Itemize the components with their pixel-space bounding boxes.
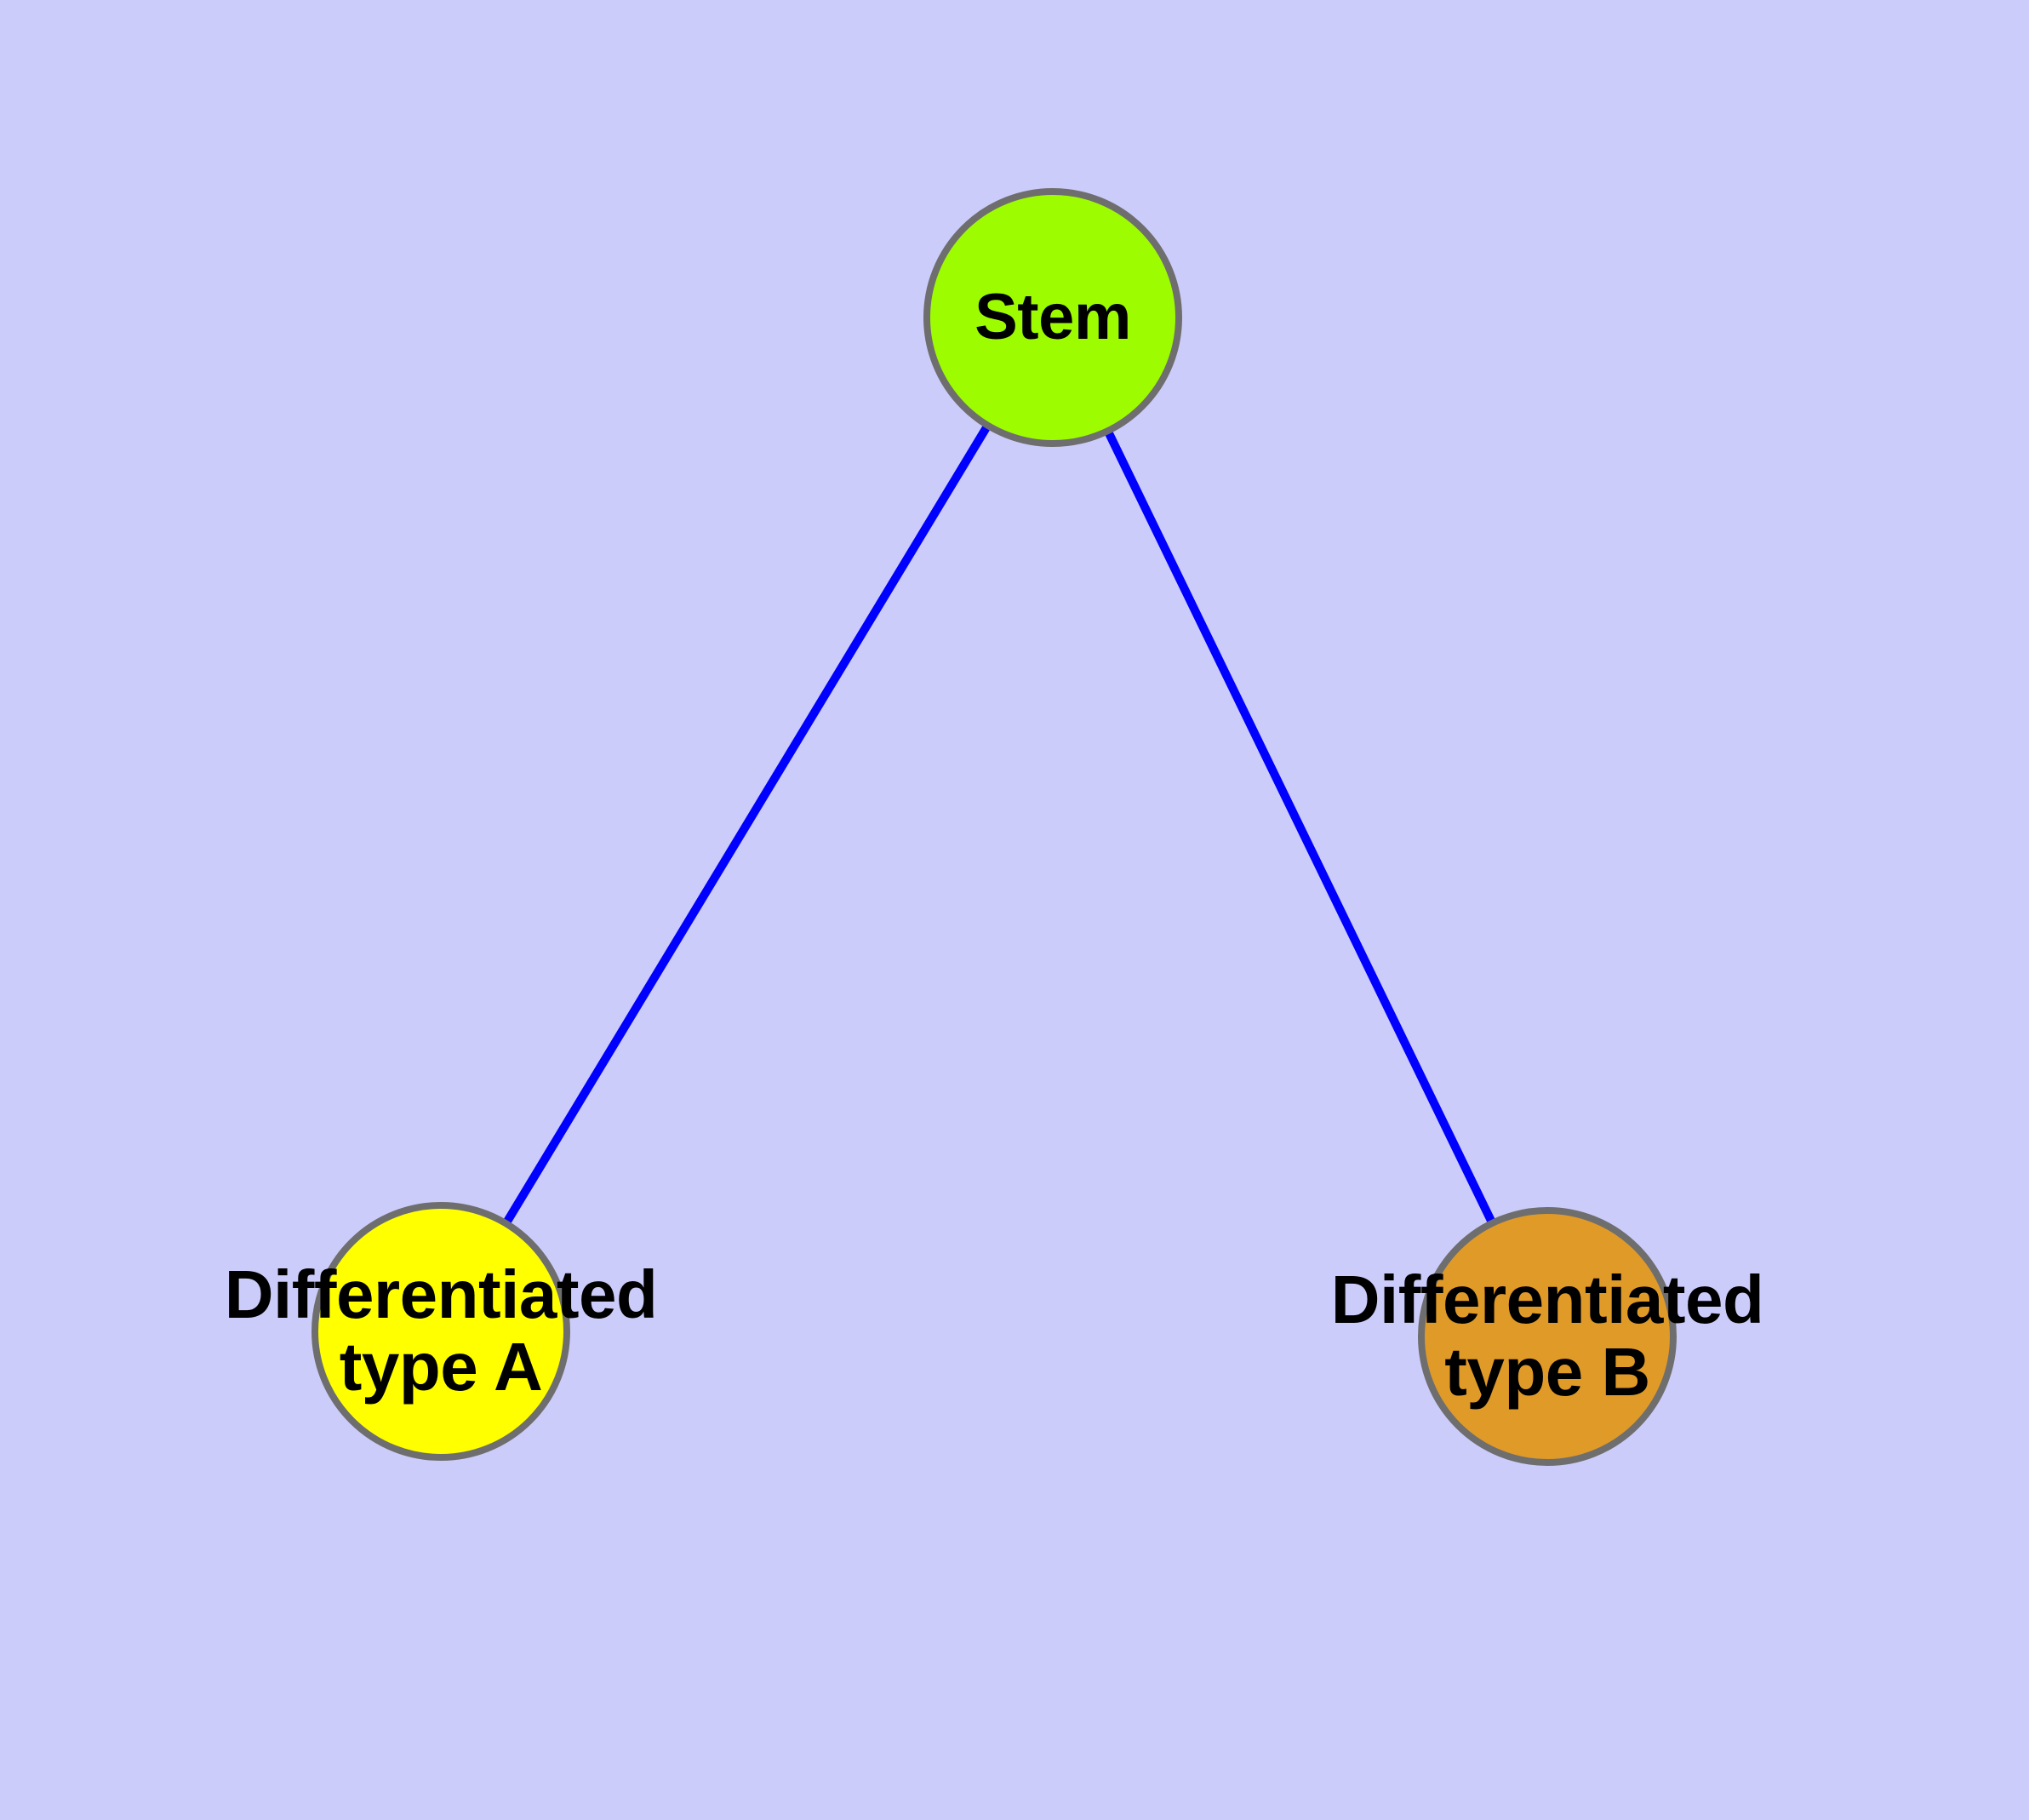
edge-stem-diff-a [503, 424, 991, 1225]
node-circle-diff-b[interactable] [1418, 1207, 1677, 1466]
node-circle-diff-a[interactable] [311, 1202, 570, 1461]
node-circle-stem[interactable] [923, 188, 1182, 447]
edge-stem-diff-b [1105, 430, 1495, 1224]
